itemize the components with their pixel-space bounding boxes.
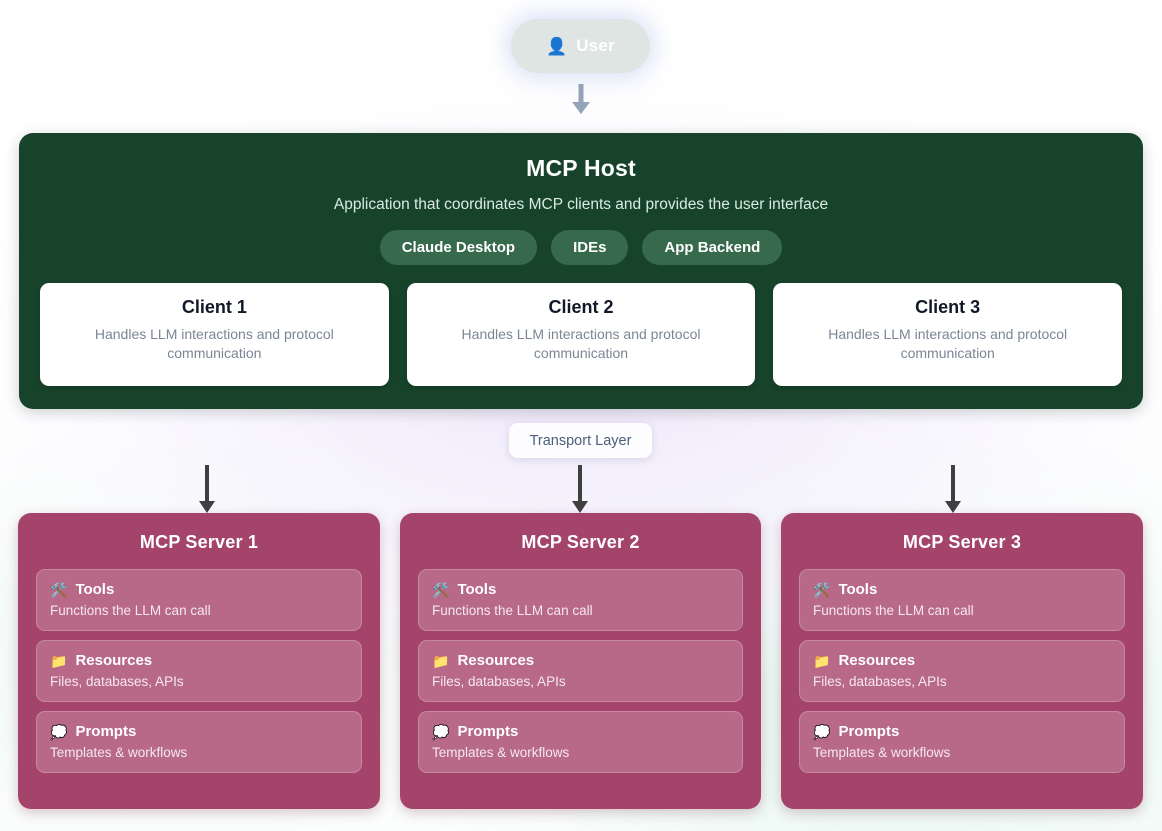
capability-title: Resources xyxy=(838,652,916,669)
capability-description: Functions the LLM can call xyxy=(813,603,974,618)
mcp-server-1-panel: MCP Server 1 🛠️ Tools Functions the LLM … xyxy=(18,513,380,809)
capability-title: Prompts xyxy=(457,723,519,740)
capability-card-tools[interactable]: 🛠️ Tools Functions the LLM can call xyxy=(418,569,743,631)
tools-icon: 🛠️ xyxy=(813,581,831,598)
arrow-to-server-3 xyxy=(945,465,961,513)
host-pill-row: Claude Desktop IDEs App Backend xyxy=(19,230,1143,265)
capability-card-prompts[interactable]: 💭 Prompts Templates & workflows xyxy=(418,711,743,773)
capability-title: Resources xyxy=(457,652,535,669)
arrow-head xyxy=(945,501,961,513)
arrow-to-server-1 xyxy=(199,465,215,513)
tools-icon: 🛠️ xyxy=(432,581,450,598)
client-row: Client 1 Handles LLM interactions and pr… xyxy=(40,283,1123,386)
capability-title: Prompts xyxy=(75,723,137,740)
capability-header: 💭 Prompts xyxy=(813,723,1111,740)
capability-description: Files, databases, APIs xyxy=(813,674,947,689)
client-description: Handles LLM interactions and protocol co… xyxy=(461,326,701,362)
transport-layer-badge[interactable]: Transport Layer xyxy=(509,423,652,458)
capability-card-tools[interactable]: 🛠️ Tools Functions the LLM can call xyxy=(799,569,1125,631)
capability-title: Resources xyxy=(75,652,153,669)
server-title: MCP Server 1 xyxy=(139,532,259,552)
client-title: Client 3 xyxy=(915,297,981,317)
transport-layer-label: Transport Layer xyxy=(529,432,632,449)
client-description: Handles LLM interactions and protocol co… xyxy=(94,326,334,362)
client-title: Client 1 xyxy=(181,297,247,317)
mcp-server-2-panel: MCP Server 2 🛠️ Tools Functions the LLM … xyxy=(400,513,761,809)
folder-icon: 📁 xyxy=(50,652,68,669)
arrow-to-server-2 xyxy=(572,465,588,513)
arrow-shaft xyxy=(205,465,209,501)
host-pill-ides[interactable]: IDEs xyxy=(551,230,629,265)
capability-header: 🛠️ Tools xyxy=(432,581,729,598)
capability-card-resources[interactable]: 📁 Resources Files, databases, APIs xyxy=(799,640,1125,702)
capability-card-resources[interactable]: 📁 Resources Files, databases, APIs xyxy=(36,640,362,702)
capability-header: 📁 Resources xyxy=(50,652,348,669)
capability-description: Functions the LLM can call xyxy=(50,603,211,618)
host-pill-claude-desktop[interactable]: Claude Desktop xyxy=(379,230,538,265)
capability-header: 🛠️ Tools xyxy=(813,581,1111,598)
mcp-server-3-panel: MCP Server 3 🛠️ Tools Functions the LLM … xyxy=(781,513,1143,809)
capability-title: Tools xyxy=(838,581,878,598)
arrow-shaft xyxy=(578,84,584,104)
user-node[interactable]: 👤 User xyxy=(511,19,650,73)
capability-description: Templates & workflows xyxy=(432,745,570,760)
capability-header: 💭 Prompts xyxy=(50,723,348,740)
host-title: MCP Host xyxy=(526,155,636,181)
speech-balloon-icon: 💭 xyxy=(50,723,68,740)
tools-icon: 🛠️ xyxy=(50,581,68,598)
folder-icon: 📁 xyxy=(432,652,450,669)
capability-title: Tools xyxy=(75,581,115,598)
client-card-2[interactable]: Client 2 Handles LLM interactions and pr… xyxy=(406,283,756,386)
capability-card-prompts[interactable]: 💭 Prompts Templates & workflows xyxy=(799,711,1125,773)
host-subtitle: Application that coordinates MCP clients… xyxy=(333,196,829,213)
client-card-3[interactable]: Client 3 Handles LLM interactions and pr… xyxy=(773,283,1123,386)
capability-header: 🛠️ Tools xyxy=(50,581,348,598)
server-title: MCP Server 3 xyxy=(902,532,1022,552)
capability-title: Prompts xyxy=(838,723,900,740)
capability-description: Templates & workflows xyxy=(813,745,951,760)
folder-icon: 📁 xyxy=(813,652,831,669)
capability-header: 💭 Prompts xyxy=(432,723,729,740)
capability-description: Files, databases, APIs xyxy=(432,674,566,689)
host-pill-app-backend[interactable]: App Backend xyxy=(642,230,783,265)
client-card-1[interactable]: Client 1 Handles LLM interactions and pr… xyxy=(40,283,389,386)
capability-header: 📁 Resources xyxy=(432,652,729,669)
capability-title: Tools xyxy=(457,581,497,598)
arrow-head xyxy=(199,501,215,513)
arrow-user-to-host xyxy=(572,84,590,114)
server-title: MCP Server 2 xyxy=(521,532,640,552)
capability-description: Templates & workflows xyxy=(50,745,188,760)
client-description: Handles LLM interactions and protocol co… xyxy=(828,326,1068,362)
speech-balloon-icon: 💭 xyxy=(432,723,450,740)
person-icon: 👤 xyxy=(546,36,568,56)
capability-description: Functions the LLM can call xyxy=(432,603,593,618)
capability-card-prompts[interactable]: 💭 Prompts Templates & workflows xyxy=(36,711,362,773)
capability-card-resources[interactable]: 📁 Resources Files, databases, APIs xyxy=(418,640,743,702)
capability-header: 📁 Resources xyxy=(813,652,1111,669)
arrow-head xyxy=(572,501,588,513)
capability-card-tools[interactable]: 🛠️ Tools Functions the LLM can call xyxy=(36,569,362,631)
client-title: Client 2 xyxy=(548,297,614,317)
capability-description: Files, databases, APIs xyxy=(50,674,184,689)
arrow-shaft xyxy=(578,465,582,501)
user-label: User xyxy=(576,36,615,55)
speech-balloon-icon: 💭 xyxy=(813,723,831,740)
mcp-host-panel: MCP Host Application that coordinates MC… xyxy=(19,133,1143,409)
arrow-shaft xyxy=(951,465,955,501)
arrow-head xyxy=(572,102,590,114)
